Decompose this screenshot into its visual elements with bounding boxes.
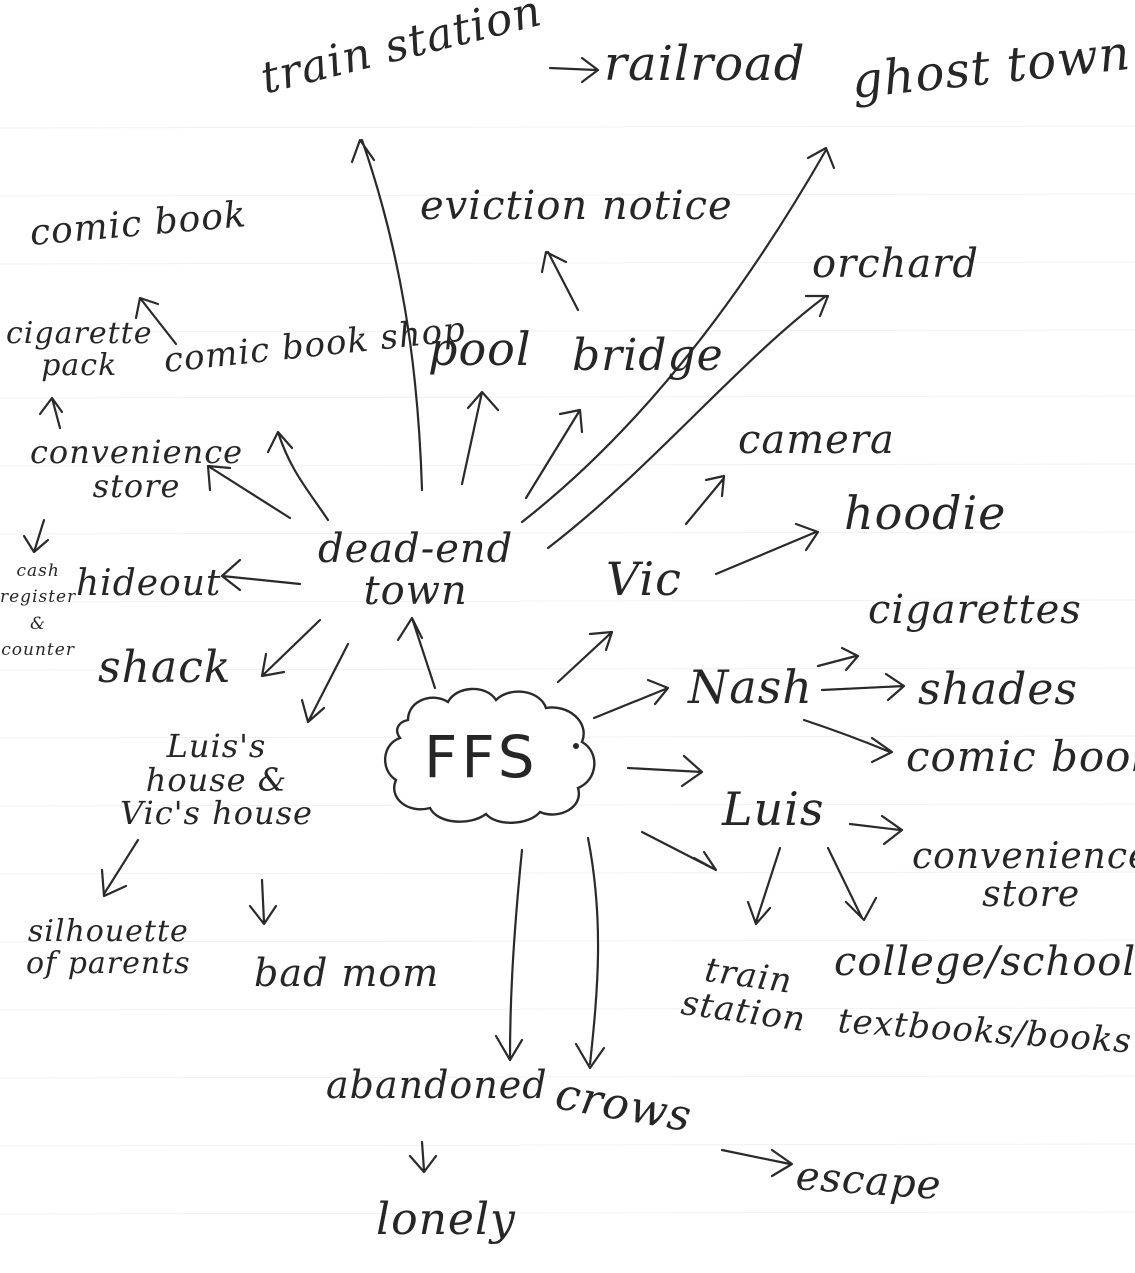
- arrow-nash-to-cigarettes: [816, 646, 860, 672]
- node-lonely: lonely: [376, 1194, 516, 1245]
- arrow-bridge-to-eviction-notice: [540, 250, 580, 312]
- arrow-ffs-to-dead-end-town: [396, 616, 437, 690]
- center-label-ffs: FFS: [424, 723, 539, 791]
- arrow-town-to-comic-book-shop: [266, 430, 330, 522]
- arrow-house-to-bad-mom: [248, 878, 278, 926]
- arrow-luis-to-college: [826, 846, 878, 922]
- center-cloud-shape: [384, 687, 596, 824]
- arrow-town-to-shack: [260, 618, 322, 678]
- arrow-store-to-cash-register: [22, 518, 50, 554]
- node-silhouette: silhouette of parents: [26, 914, 191, 981]
- node-cigarette-pack: cigarette pack: [6, 316, 153, 383]
- node-escape: escape: [794, 1153, 943, 1210]
- node-cigarettes: cigarettes: [868, 587, 1082, 633]
- arrow-nash-to-shades: [820, 672, 906, 702]
- node-convenience-store-right: convenience store: [912, 836, 1135, 915]
- arrow-ffs-to-crows: [574, 836, 606, 1070]
- arrow-shop-to-comic-book: [134, 296, 178, 346]
- arrow-vic-to-camera: [684, 474, 726, 526]
- node-hideout: hideout: [76, 563, 222, 604]
- arrow-store-to-cigarette-pack: [38, 396, 64, 430]
- arrow-town-to-convenience-store: [206, 464, 292, 520]
- node-vic: Vic: [606, 552, 682, 606]
- node-train-station-bottom: train station: [678, 949, 809, 1040]
- node-luis-vic-house: Luis's house & Vic's house: [120, 727, 313, 833]
- node-bridge: bridge: [572, 330, 724, 381]
- arrow-nash-to-comic-book: [802, 718, 894, 764]
- node-camera: camera: [738, 417, 895, 463]
- node-shades: shades: [918, 664, 1078, 715]
- arrow-ffs-to-train-station: [640, 830, 718, 872]
- arrow-crows-to-escape: [720, 1148, 794, 1178]
- node-hoodie: hoodie: [844, 486, 1007, 540]
- node-dead-end-town: dead-end town: [318, 526, 514, 614]
- arrow-town-to-train-station: [350, 138, 424, 492]
- arrow-train-station-to-railroad: [548, 56, 600, 84]
- node-nash: Nash: [688, 660, 813, 714]
- arrow-house-to-silhouette: [100, 838, 140, 898]
- arrow-ffs-to-nash: [592, 678, 670, 720]
- node-comic-book-right: comic book: [906, 732, 1135, 781]
- node-eviction-notice: eviction notice: [420, 183, 733, 229]
- node-convenience-store-left: convenience store: [30, 433, 244, 505]
- arrow-town-to-bridge: [524, 408, 584, 500]
- arrow-town-to-luis-house: [300, 642, 350, 724]
- arrow-abandoned-to-lonely: [408, 1140, 438, 1174]
- node-college-school: college/school: [834, 939, 1135, 985]
- arrow-luis-to-convenience-store: [848, 814, 904, 846]
- node-bad-mom: bad mom: [254, 951, 440, 995]
- arrow-ffs-to-abandoned: [494, 848, 524, 1062]
- node-railroad: railroad: [604, 36, 806, 92]
- node-orchard: orchard: [812, 241, 979, 287]
- arrow-ffs-to-vic: [556, 630, 614, 684]
- node-pool: pool: [428, 322, 532, 376]
- arrow-town-to-pool: [460, 390, 500, 486]
- arrow-town-to-orchard: [546, 294, 830, 550]
- arrow-ffs-to-luis: [626, 754, 704, 788]
- node-luis: Luis: [722, 782, 825, 836]
- node-shack: shack: [98, 642, 232, 693]
- arrow-town-to-hideout: [220, 558, 302, 592]
- arrow-vic-to-hoodie: [714, 522, 820, 576]
- arrow-town-to-ghost-town: [520, 146, 836, 524]
- arrow-luis-to-train-station: [746, 846, 782, 926]
- node-cash-register: cash register & counter: [0, 561, 77, 661]
- node-abandoned: abandoned: [326, 1063, 548, 1107]
